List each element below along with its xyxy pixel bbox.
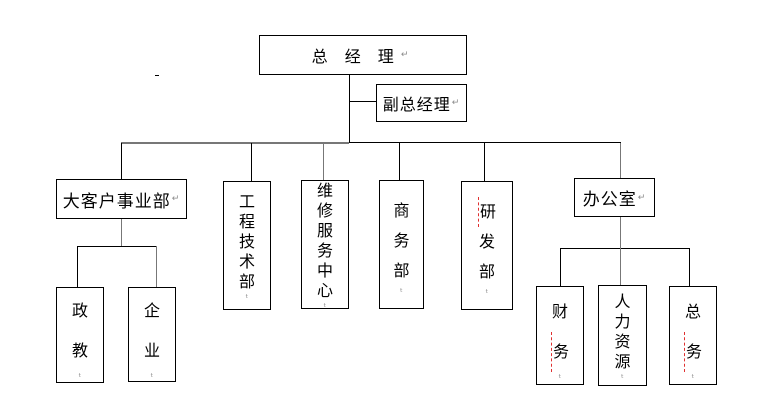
- line-break-mark-icon: ₜ: [691, 370, 695, 381]
- node-char: 力: [614, 311, 631, 331]
- paragraph-mark-icon: ↵: [171, 194, 181, 204]
- general-manager-node[interactable]: 总 经 理↵: [259, 35, 467, 75]
- node-char: 人: [614, 291, 631, 311]
- node-char: 教: [71, 341, 88, 360]
- line-break-mark-icon: ₜ: [621, 370, 624, 381]
- line-break-mark-icon: ₜ: [485, 285, 489, 296]
- engineering-dept-node[interactable]: 工 程 技 术 部 ₜ: [223, 181, 271, 310]
- departments-bus-connector-left: [121, 142, 349, 144]
- node-char: 总: [684, 301, 701, 321]
- drop-connector-general-affairs: [689, 248, 690, 286]
- node-char: 修: [316, 200, 333, 220]
- node-char: 服: [316, 220, 333, 240]
- line-break-mark-icon: ₜ: [323, 299, 327, 310]
- key-accounts-trunk-connector: [121, 218, 122, 246]
- office-label: 办公室: [582, 190, 637, 210]
- node-char: 部: [478, 261, 495, 281]
- node-char: 源: [614, 351, 631, 371]
- paragraph-mark-icon: ↵: [400, 50, 415, 60]
- deputy-general-manager-node[interactable]: 副总经理↵: [376, 84, 467, 122]
- node-char: 部: [238, 271, 255, 291]
- government-education-node[interactable]: 政 教 ₜ: [56, 287, 104, 383]
- drop-connector-finance: [560, 248, 561, 286]
- node-char: 资: [614, 331, 631, 351]
- line-break-mark-icon: ₜ: [245, 290, 249, 301]
- root-trunk-connector: [349, 74, 350, 143]
- paragraph-mark-icon: ↵: [451, 98, 461, 108]
- node-char: 企: [143, 300, 160, 320]
- node-char: 商: [393, 200, 410, 220]
- drop-connector-office: [620, 143, 621, 178]
- departments-bus-connector-right: [349, 142, 621, 143]
- node-char: 技: [238, 231, 255, 251]
- node-char: 程: [238, 211, 255, 231]
- line-break-mark-icon: ₜ: [150, 369, 154, 380]
- deputy-branch-connector: [349, 101, 376, 102]
- node-char: 务: [316, 240, 333, 260]
- drop-connector-business: [399, 143, 400, 180]
- drop-connector-enterprise: [156, 246, 157, 287]
- drop-connector-government-education: [77, 246, 78, 287]
- node-char: 维: [316, 180, 333, 200]
- node-char: 财: [551, 301, 568, 321]
- node-char: 发: [478, 231, 495, 251]
- key-accounts-division-label: 大客户事业部: [62, 191, 171, 212]
- office-trunk-connector: [620, 216, 621, 248]
- node-char: 部: [393, 260, 410, 280]
- key-accounts-sub-bus-connector: [77, 246, 157, 247]
- line-break-mark-icon: ₜ: [78, 370, 82, 380]
- finance-node[interactable]: 财 务 ₜ: [536, 286, 584, 385]
- drop-connector-engineering: [251, 143, 252, 181]
- human-resources-node[interactable]: 人 力 资 源 ₜ: [598, 285, 647, 386]
- node-char: 政: [71, 301, 88, 320]
- maintenance-service-center-node[interactable]: 维 修 服 务 中 心 ₜ: [301, 180, 349, 309]
- deputy-general-manager-label: 副总经理: [382, 95, 451, 114]
- enterprise-node[interactable]: 企 业 ₜ: [128, 287, 176, 382]
- line-break-mark-icon: ₜ: [400, 284, 403, 295]
- general-manager-label: 总 经 理: [311, 47, 400, 66]
- node-char: 工: [238, 191, 255, 211]
- paragraph-mark-icon: ↵: [637, 192, 647, 203]
- drop-connector-hr: [620, 248, 621, 285]
- key-accounts-division-node[interactable]: 大客户事业部↵: [56, 179, 187, 219]
- office-node[interactable]: 办公室↵: [574, 178, 655, 217]
- node-char: 中: [316, 260, 333, 280]
- rnd-dept-node[interactable]: 研 发 部 ₜ: [461, 181, 513, 310]
- general-affairs-node[interactable]: 总 务 ₜ: [669, 286, 717, 385]
- node-char: 业: [143, 340, 160, 360]
- office-sub-bus-connector: [560, 248, 690, 249]
- drop-connector-maintenance: [323, 143, 324, 180]
- node-char: 术: [238, 251, 255, 271]
- drop-connector-rnd: [484, 143, 485, 181]
- node-char: 务: [393, 230, 410, 250]
- stray-mark: [155, 75, 159, 76]
- line-break-mark-icon: ₜ: [558, 370, 562, 381]
- business-dept-node[interactable]: 商 务 部 ₜ: [379, 180, 424, 309]
- node-char: 研: [477, 196, 496, 227]
- node-char: 务: [550, 331, 569, 372]
- node-char: 务: [683, 331, 702, 372]
- drop-connector-key-accounts: [121, 143, 122, 179]
- node-char: 心: [316, 280, 333, 300]
